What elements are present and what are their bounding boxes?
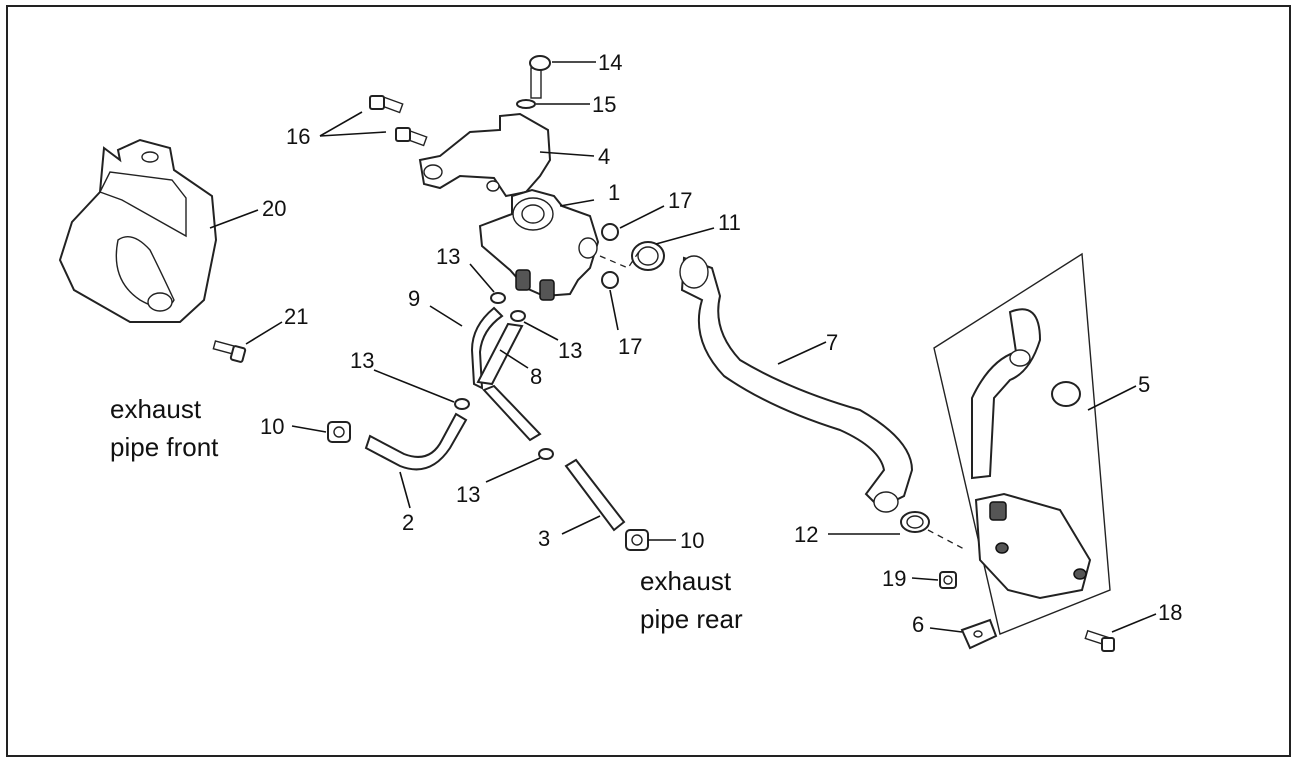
caption-front-line1: exhaust bbox=[110, 394, 202, 424]
callout-13-left: 13 bbox=[350, 348, 374, 373]
callout-19: 19 bbox=[882, 566, 906, 591]
callout-17-top: 17 bbox=[668, 188, 692, 213]
callout-2: 2 bbox=[402, 510, 414, 535]
part-12-clamp bbox=[900, 511, 930, 533]
captions: exhaust pipe front exhaust pipe rear bbox=[110, 394, 743, 634]
callout-16: 16 bbox=[286, 124, 310, 149]
callout-15: 15 bbox=[592, 92, 616, 117]
callout-6: 6 bbox=[912, 612, 924, 637]
part-3-hose bbox=[564, 458, 626, 532]
part-15-o-ring bbox=[516, 99, 536, 109]
callout-13-right: 13 bbox=[558, 338, 582, 363]
callout-11: 11 bbox=[718, 210, 741, 235]
callout-numbers: 14 15 16 4 1 17 11 20 21 13 9 13 8 17 13… bbox=[260, 50, 1182, 637]
part-1-valve-body bbox=[478, 188, 600, 301]
part-9-hose bbox=[470, 306, 504, 390]
callout-9: 9 bbox=[408, 286, 420, 311]
hose-segment bbox=[482, 384, 542, 442]
part-18-bolt bbox=[1084, 629, 1115, 652]
callout-21: 21 bbox=[284, 304, 308, 329]
caption-rear-line1: exhaust bbox=[640, 566, 732, 596]
part-5-assembly bbox=[933, 252, 1111, 635]
diagram-frame bbox=[6, 5, 1291, 757]
callout-17-bottom: 17 bbox=[618, 334, 642, 359]
callout-7: 7 bbox=[826, 330, 838, 355]
part-17-washers bbox=[601, 223, 619, 289]
callout-13-lower: 13 bbox=[456, 482, 480, 507]
part-4-bracket bbox=[418, 112, 552, 198]
part-14-bolt bbox=[529, 55, 551, 99]
part-13-clips bbox=[454, 292, 554, 460]
caption-front-line2: pipe front bbox=[110, 432, 219, 462]
part-6-clip bbox=[960, 618, 998, 650]
callout-14: 14 bbox=[598, 50, 622, 75]
alignment-lines bbox=[599, 249, 967, 551]
callout-3: 3 bbox=[538, 526, 550, 551]
part-19-nut bbox=[939, 571, 957, 589]
part-8-hose bbox=[476, 322, 524, 386]
callout-1: 1 bbox=[608, 180, 620, 205]
part-16-bolts bbox=[369, 95, 428, 147]
callout-8: 8 bbox=[530, 364, 542, 389]
callout-10-front: 10 bbox=[260, 414, 284, 439]
callout-18: 18 bbox=[1158, 600, 1182, 625]
part-7-hose bbox=[679, 255, 914, 513]
leader-lines bbox=[209, 61, 1157, 633]
part-21-bolt bbox=[212, 340, 247, 363]
part-2-hose bbox=[364, 412, 468, 471]
callout-12: 12 bbox=[794, 522, 818, 547]
callout-10-rear: 10 bbox=[680, 528, 704, 553]
callout-13-upper: 13 bbox=[436, 244, 460, 269]
callout-5: 5 bbox=[1138, 372, 1150, 397]
callout-20: 20 bbox=[262, 196, 286, 221]
part-10-nuts bbox=[327, 421, 649, 551]
callout-4: 4 bbox=[598, 144, 610, 169]
part-20-heat-shield bbox=[58, 138, 218, 323]
caption-rear-line2: pipe rear bbox=[640, 604, 743, 634]
part-11-clamp bbox=[631, 241, 665, 271]
